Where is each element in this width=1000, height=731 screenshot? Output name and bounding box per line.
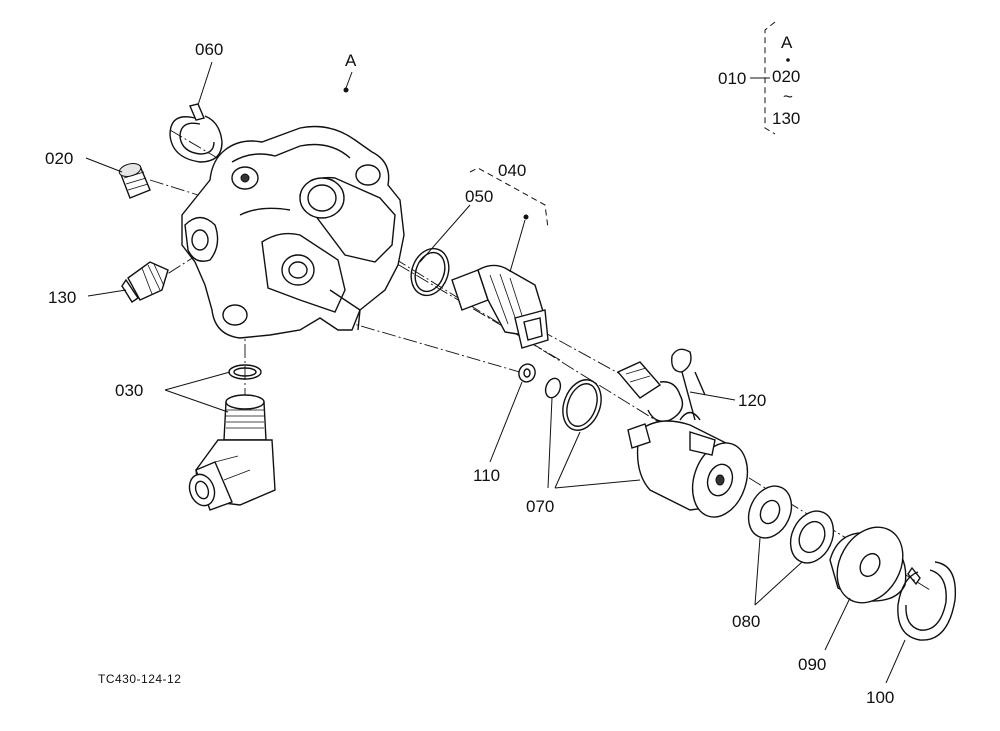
label-100: 100 [866,688,894,707]
assembly-legend: 010 A 020 ~ 130 [718,21,800,135]
label-A: A [345,51,357,70]
legend-range-symbol: ~ [783,87,793,106]
leader-lines [85,61,906,684]
o-ring-050 [410,247,450,297]
legend-top: A [781,33,793,52]
label-050: 050 [465,187,493,206]
washers-080 [747,485,835,564]
label-040: 040 [498,161,526,180]
legend-from: 020 [772,67,800,86]
o-rings-070 [544,377,602,431]
plug-130 [121,261,169,303]
label-020: 020 [45,149,73,168]
elbow-fitting-030 [188,364,276,511]
label-110: 110 [473,466,500,485]
snap-ring-100 [897,561,957,641]
valve-body [181,125,405,339]
label-120: 120 [738,391,766,410]
label-130: 130 [48,288,76,307]
legend-to: 130 [772,109,800,128]
callout-labels: 060 A 020 130 030 050 040 120 110 070 08… [45,40,894,707]
label-030: 030 [115,381,143,400]
solenoid-coil [627,411,749,518]
plug-020 [118,163,151,199]
label-060: 060 [195,40,223,59]
spacer-090 [829,526,907,604]
washer-110 [518,363,536,383]
label-070: 070 [526,497,554,516]
label-090: 090 [798,655,826,674]
legend-part-number: 010 [718,69,746,88]
label-080: 080 [732,612,760,631]
figure-code: TC430-124-12 [98,672,181,686]
snap-ring-060 [169,103,223,163]
cartridge-valve-040 [451,264,549,349]
connector-120 [616,348,706,422]
